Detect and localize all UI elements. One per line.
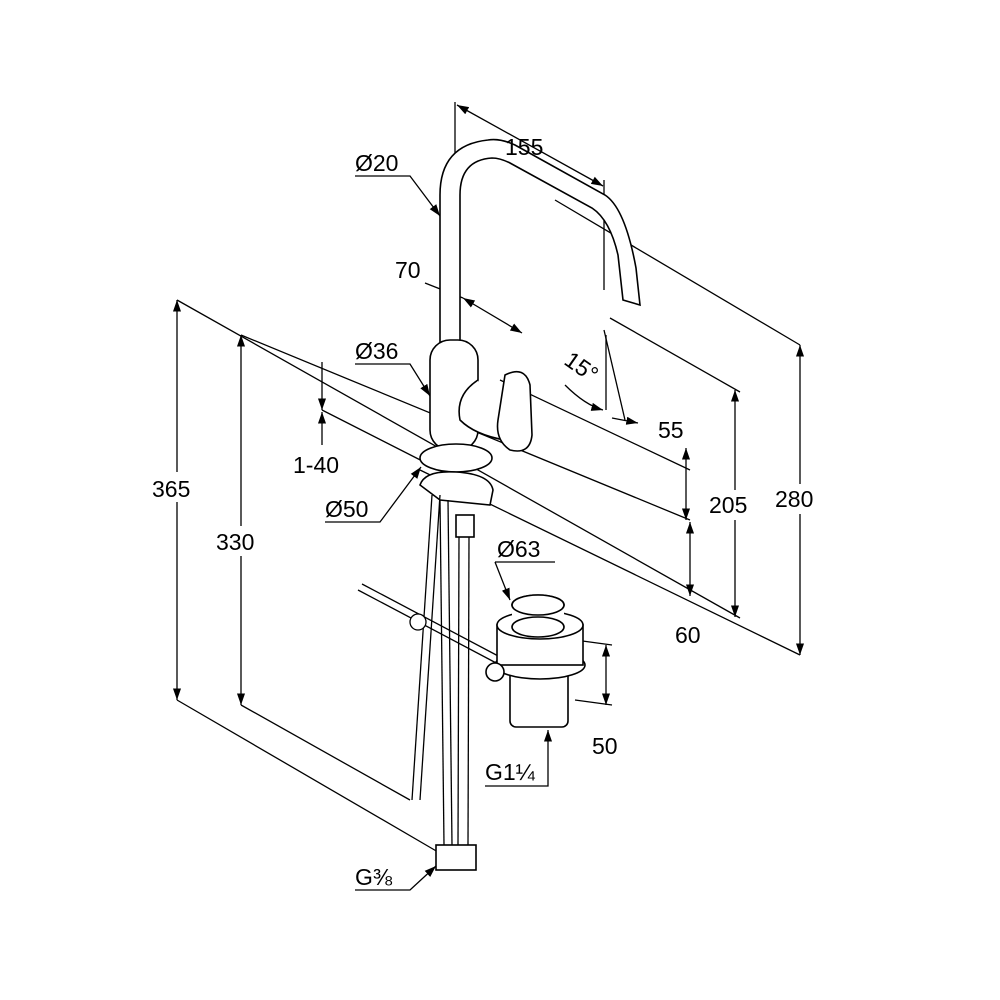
label-waste-diameter: Ø63 [497, 536, 540, 562]
dimension-labels: 155 Ø20 70 Ø36 15° 55 1-40 Ø50 205 280 3… [148, 134, 828, 890]
label-supply-thread: G⅜ [355, 864, 393, 890]
label-205: 205 [709, 492, 747, 518]
leader-lines [325, 175, 555, 891]
label-base-diameter: Ø50 [325, 496, 368, 522]
label-waste-thread: G1¼ [485, 759, 536, 785]
label-55: 55 [658, 417, 684, 443]
label-330: 330 [216, 529, 254, 555]
label-spout-reach: 155 [505, 134, 543, 160]
label-365: 365 [152, 476, 190, 502]
extension-lines [176, 102, 801, 853]
supply-hoses [357, 494, 503, 871]
label-spout-diameter: Ø20 [355, 150, 398, 176]
label-50: 50 [592, 733, 618, 759]
label-lever-offset: 70 [395, 257, 421, 283]
label-60: 60 [675, 622, 701, 648]
label-body-diameter: Ø36 [355, 338, 398, 364]
faucet-body [419, 138, 641, 538]
label-lever-angle: 15° [560, 346, 603, 387]
waste-valve [485, 594, 586, 728]
label-280: 280 [775, 486, 813, 512]
label-deck-thickness: 1-40 [293, 452, 339, 478]
